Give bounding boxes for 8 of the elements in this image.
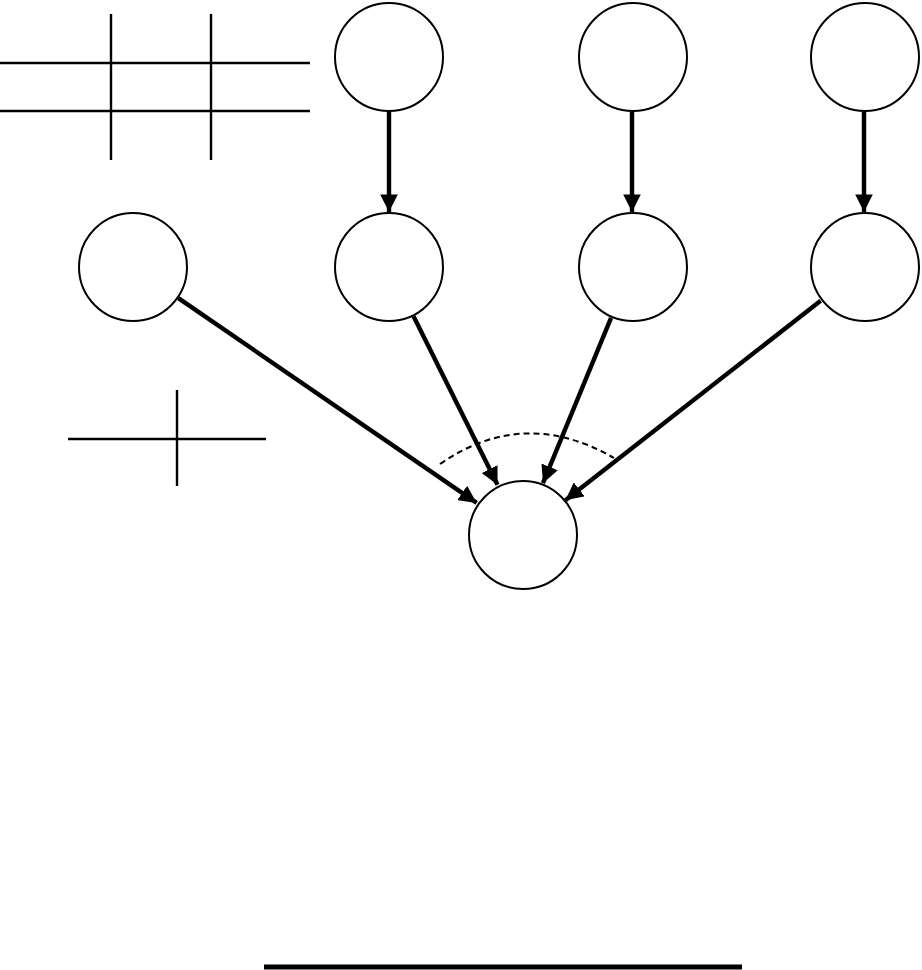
- arrow: [411, 315, 500, 486]
- arrow: [177, 296, 478, 505]
- circle-node: [467, 479, 577, 589]
- arrow: [380, 112, 398, 212]
- arrow: [564, 299, 822, 502]
- arrow: [540, 317, 614, 484]
- arrow: [855, 112, 873, 212]
- arrow: [623, 112, 641, 212]
